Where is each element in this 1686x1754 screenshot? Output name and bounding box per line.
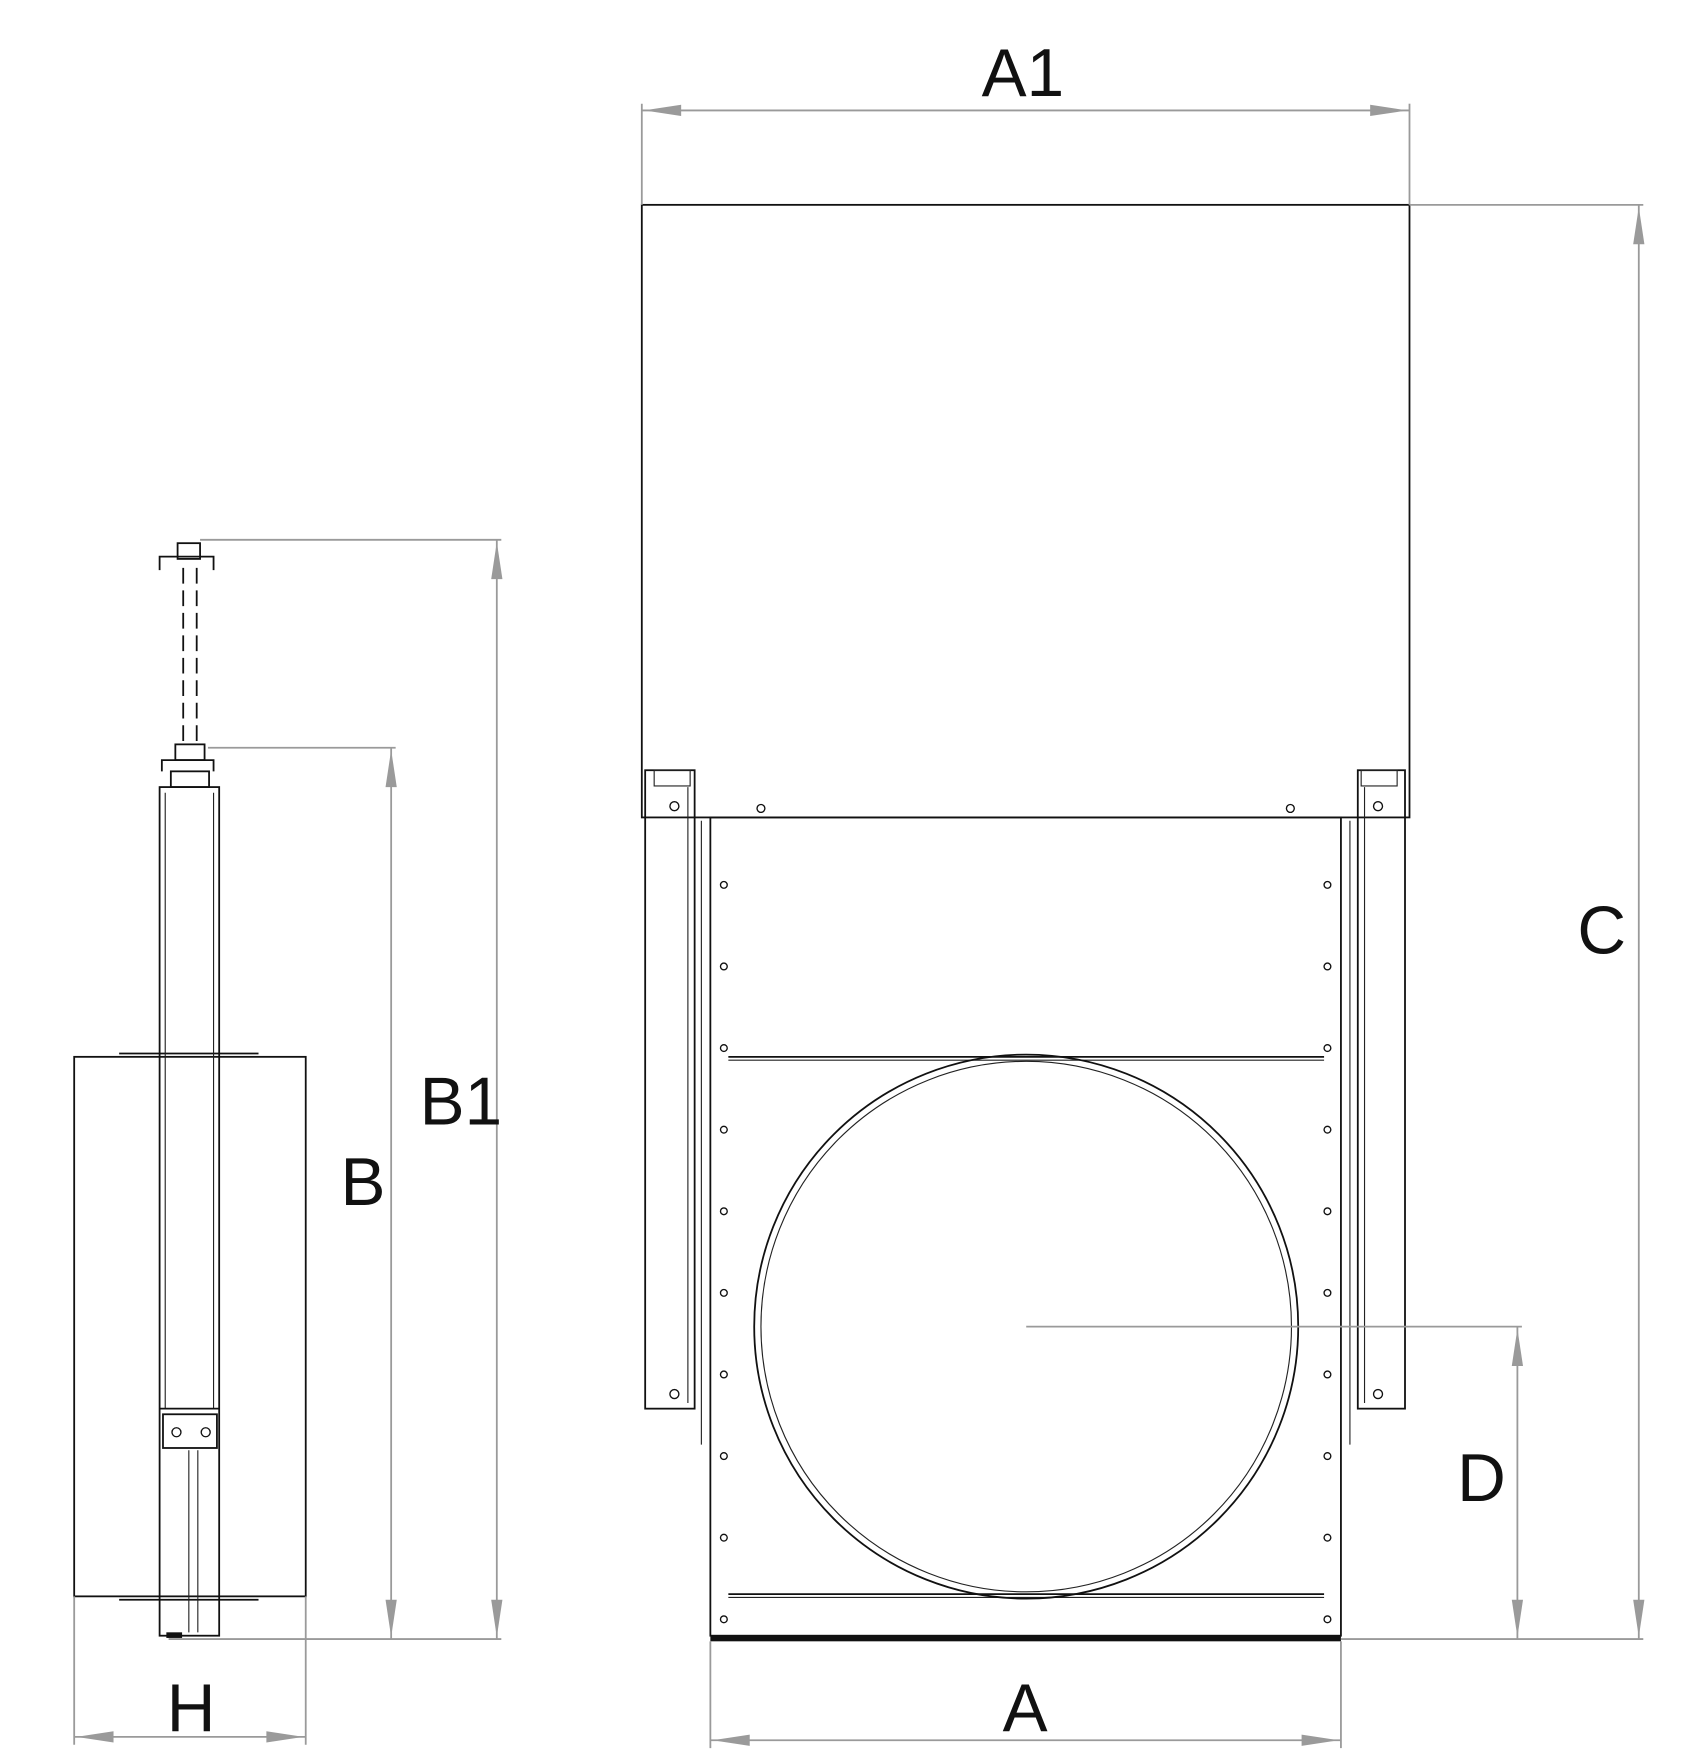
label-c: C: [1577, 893, 1626, 968]
bolt-hole: [719, 962, 728, 971]
dimension-b: B: [207, 746, 397, 1640]
bolt-hole: [719, 1044, 728, 1053]
bolt-hole: [1323, 880, 1332, 889]
label-a1: A1: [982, 36, 1064, 111]
label-b1: B1: [420, 1064, 502, 1139]
dimension-c: C: [1340, 203, 1645, 1640]
bolt-hole: [719, 1370, 728, 1379]
bolt-hole: [719, 1125, 728, 1134]
dimension-d: D: [1026, 1325, 1524, 1640]
bolt-hole: [1323, 1207, 1332, 1216]
bolt-hole: [1323, 1452, 1332, 1461]
dimension-b1: B1: [168, 538, 503, 1640]
left-bracket: [644, 769, 696, 1410]
bolt-hole: [1323, 1044, 1332, 1053]
bolt-hole: [719, 1533, 728, 1542]
bolt-hole: [1323, 1615, 1332, 1624]
duct-body-side: [73, 1055, 307, 1598]
bolt-hole: [1323, 1533, 1332, 1542]
damper-body-front: [709, 816, 1342, 1637]
bolt-hole: [719, 1452, 728, 1461]
label-a: A: [1003, 1671, 1048, 1746]
dimension-a1: A1: [640, 36, 1411, 205]
label-b: B: [341, 1145, 386, 1220]
label-h: H: [167, 1671, 216, 1746]
bolt-hole: [1323, 1125, 1332, 1134]
bolt-hole: [719, 1288, 728, 1297]
bolt-hole: [719, 880, 728, 889]
blade-housing-top: [640, 203, 1411, 819]
dimension-h: H: [73, 1596, 307, 1746]
bolt-hole: [1323, 1370, 1332, 1379]
bolt-hole: [1323, 962, 1332, 971]
front-view: [640, 203, 1411, 1642]
dimension-a: A: [709, 1641, 1342, 1749]
side-view: [73, 542, 307, 1638]
bolt-hole: [1323, 1288, 1332, 1297]
bolt-hole: [719, 1207, 728, 1216]
label-d: D: [1457, 1441, 1506, 1516]
bolt-hole: [719, 1615, 728, 1624]
